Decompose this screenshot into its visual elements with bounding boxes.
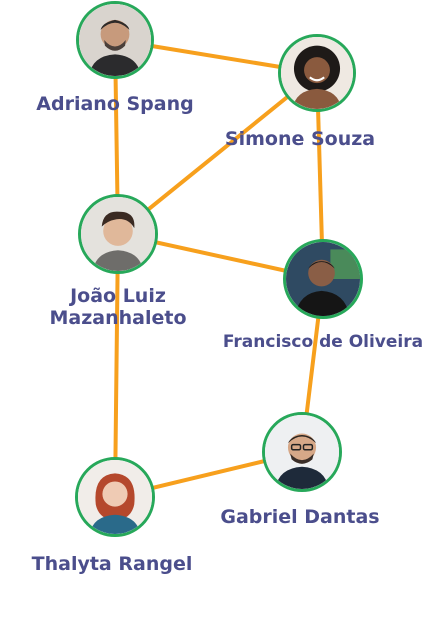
person-avatar-icon bbox=[78, 460, 152, 534]
person-avatar-icon bbox=[265, 415, 339, 489]
person-avatar-icon bbox=[286, 242, 360, 316]
avatar-adriano bbox=[76, 1, 154, 79]
name-simone: Simone Souza bbox=[224, 128, 376, 150]
avatar-gabriel bbox=[262, 412, 342, 492]
avatar-francisco bbox=[283, 239, 363, 319]
person-avatar-icon bbox=[81, 197, 155, 271]
avatar-thalyta bbox=[75, 457, 155, 537]
name-adriano: Adriano Spang bbox=[36, 93, 194, 115]
avatar-simone bbox=[278, 34, 356, 112]
connection-joao-thalyta bbox=[113, 232, 120, 499]
name-joao: João Luiz Mazanhaleto bbox=[49, 285, 187, 329]
name-francisco: Francisco de Oliveira bbox=[222, 332, 424, 352]
avatar-joao bbox=[78, 194, 158, 274]
person-avatar-icon bbox=[281, 37, 353, 109]
name-gabriel: Gabriel Dantas bbox=[220, 506, 380, 528]
person-avatar-icon bbox=[79, 4, 151, 76]
name-thalyta: Thalyta Rangel bbox=[31, 553, 193, 575]
connection-simone-joao bbox=[116, 71, 319, 236]
